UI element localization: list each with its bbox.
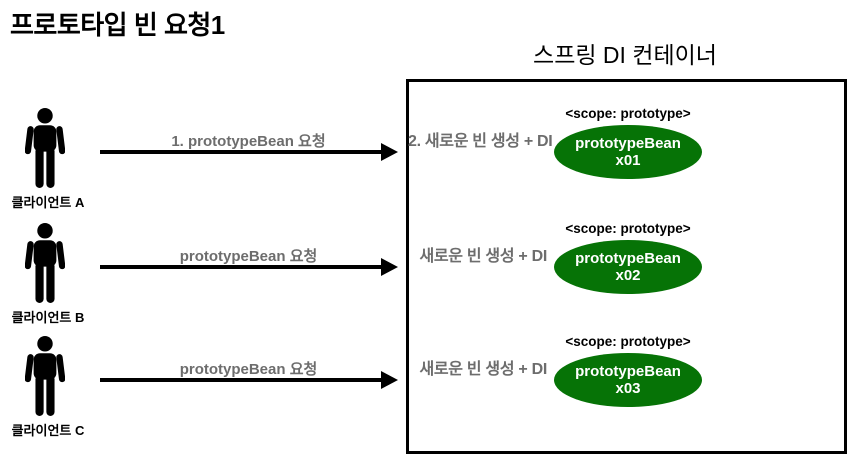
- arrowhead-icon: [381, 258, 398, 276]
- bean-creation-label: 새로운 빈 생성 + DI: [419, 361, 547, 378]
- bean-instance: x02: [615, 267, 641, 284]
- bean-instance: x03: [615, 380, 641, 397]
- arrow-label: 1. prototypeBean 요청: [171, 133, 326, 150]
- request-arrow: [100, 258, 398, 276]
- person-icon: [25, 222, 65, 304]
- scope-label: <scope: prototype>: [565, 221, 691, 236]
- di-container-title: 스프링 DI 컨테이너: [533, 42, 717, 68]
- arrowhead-icon: [381, 371, 398, 389]
- bean-name: prototypeBean: [575, 250, 681, 267]
- scope-label: <scope: prototype>: [565, 334, 691, 349]
- arrow-shaft: [100, 378, 383, 382]
- prototype-bean-node: prototypeBean x01: [554, 125, 702, 179]
- client-label: 클라이언트 B: [11, 310, 85, 325]
- bean-creation-label: 새로운 빈 생성 + DI: [419, 248, 547, 265]
- scope-label: <scope: prototype>: [565, 106, 691, 121]
- prototype-bean-node: prototypeBean x02: [554, 240, 702, 294]
- prototype-bean-node: prototypeBean x03: [554, 353, 702, 407]
- arrow-shaft: [100, 265, 383, 269]
- bean-name: prototypeBean: [575, 363, 681, 380]
- arrow-shaft: [100, 150, 383, 154]
- client-label: 클라이언트 A: [11, 195, 85, 210]
- arrow-label: prototypeBean 요청: [179, 361, 318, 378]
- client-label: 클라이언트 C: [11, 423, 85, 438]
- page-title: 프로토타입 빈 요청1: [10, 10, 225, 40]
- request-arrow: [100, 371, 398, 389]
- bean-creation-label: 2. 새로운 빈 생성 + DI: [408, 133, 553, 150]
- arrow-label: prototypeBean 요청: [179, 248, 318, 265]
- request-arrow: [100, 143, 398, 161]
- person-icon: [25, 107, 65, 189]
- bean-name: prototypeBean: [575, 135, 681, 152]
- bean-instance: x01: [615, 152, 641, 169]
- person-icon: [25, 335, 65, 417]
- arrowhead-icon: [381, 143, 398, 161]
